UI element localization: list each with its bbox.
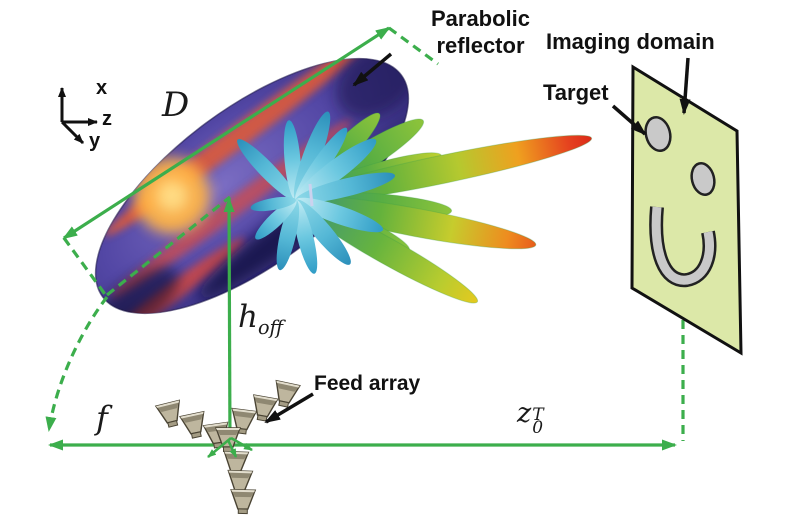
imaging-domain-label: Imaging domain <box>546 29 715 54</box>
parabolic-reflector-label-line2: reflector <box>436 33 525 58</box>
x-axis-label: x <box>96 77 108 99</box>
coordinate-axes <box>58 87 98 145</box>
feed-array <box>155 380 301 515</box>
dimension-arrow-h-off <box>223 197 235 446</box>
target-label: Target <box>543 80 609 105</box>
diameter-D-label: D <box>162 85 190 125</box>
target-smile <box>649 206 717 288</box>
beam-pattern <box>237 111 593 304</box>
h-off-base: h <box>238 299 258 335</box>
z0T-sup: T <box>532 405 544 425</box>
y-axis-label: y <box>89 130 101 152</box>
parabolic-reflector-label: Parabolic reflector <box>398 5 563 59</box>
h-off-sub: off <box>257 316 284 340</box>
z0T-base: z <box>517 398 532 429</box>
z-axis-label: z <box>102 108 112 130</box>
extension-line-bottom <box>62 237 109 298</box>
imaging-domain-panel <box>630 64 743 356</box>
focal-length-f-text: f <box>96 399 108 437</box>
focal-length-f-label: f <box>96 399 108 437</box>
target-eye-right <box>690 161 716 197</box>
z0T-sub: 0 <box>532 418 544 438</box>
h-off-label: hoff <box>238 299 283 339</box>
dimension-annotations <box>45 26 685 451</box>
feed-array-label: Feed array <box>314 372 421 395</box>
focal-point-marker <box>308 183 314 207</box>
parabola-profile-arc <box>45 296 109 432</box>
imaging-domain-arrow <box>679 57 691 115</box>
offset-reference-dashed-line <box>106 195 231 297</box>
y-axis-arrow <box>60 120 85 145</box>
parabolic-reflector-arrow <box>352 52 393 87</box>
extension-line-top <box>388 26 439 66</box>
feed-array-arrow <box>264 392 314 424</box>
parabolic-reflector-label-line1: Parabolic <box>430 6 531 31</box>
target-eye-left <box>644 116 672 152</box>
callout-arrows <box>264 52 691 424</box>
feed-axes-mini-arrows <box>207 436 253 459</box>
dimension-arrow-D <box>62 26 391 240</box>
target-arrow <box>611 104 647 136</box>
